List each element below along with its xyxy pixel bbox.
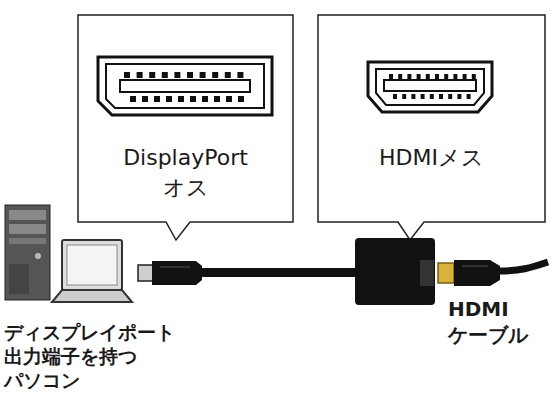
pin: [130, 96, 136, 102]
callout-box: HDMIメス: [318, 15, 545, 222]
pin: [162, 72, 168, 78]
hdmi-plug: [454, 260, 500, 286]
hdmi-cable: [500, 262, 548, 271]
vent: [9, 264, 29, 294]
pin: [398, 74, 402, 79]
callout-box: DisplayPort オス: [78, 15, 293, 222]
part-label: ディスプレイポート 出力端子を持つ パソコン: [4, 320, 204, 392]
hdmi-shell: [368, 62, 492, 112]
displayport-inner: [106, 64, 264, 108]
pin: [467, 94, 471, 99]
pin: [166, 96, 172, 102]
displayport-plug: [152, 261, 202, 285]
pin: [124, 72, 130, 78]
pin: [421, 94, 425, 99]
laptop-screen: [62, 240, 122, 290]
drive-bay: [9, 238, 46, 244]
pin: [393, 94, 397, 99]
pin: [237, 72, 243, 78]
pin: [407, 74, 411, 79]
power-button: [35, 253, 41, 259]
hdmi-tongue: [384, 80, 476, 91]
pc-tower: [5, 205, 50, 300]
pin: [411, 94, 415, 99]
drive-bay: [9, 210, 46, 220]
pin: [142, 96, 148, 102]
cable: [198, 268, 358, 277]
connector-name: HDMIメス: [332, 143, 532, 173]
adapter-box: [355, 238, 435, 305]
part-label: HDMI ケーブル: [448, 296, 552, 348]
plug-highlight: [462, 266, 488, 267]
pin: [435, 74, 439, 79]
pin: [448, 94, 452, 99]
pin: [190, 96, 196, 102]
pin: [212, 72, 218, 78]
laptop-display: [67, 245, 117, 285]
laptop-base: [52, 290, 132, 302]
pin: [149, 72, 155, 78]
pin: [226, 96, 232, 102]
pin: [389, 74, 393, 79]
callout-outline: [318, 15, 545, 240]
pin: [417, 74, 421, 79]
pin: [202, 96, 208, 102]
pin: [238, 96, 244, 102]
displayport-shell: [98, 57, 272, 115]
pin: [457, 94, 461, 99]
pin: [463, 74, 467, 79]
pin: [154, 96, 160, 102]
pin: [439, 94, 443, 99]
displayport-tongue: [120, 80, 250, 92]
pin: [402, 94, 406, 99]
pin: [200, 72, 206, 78]
hdmi-plug-tip: [438, 263, 454, 283]
pin: [187, 72, 193, 78]
pin: [472, 74, 476, 79]
pin: [430, 94, 434, 99]
connector-name: DisplayPort オス: [106, 143, 266, 203]
hdmi-inner: [376, 69, 484, 105]
plug-highlight: [160, 267, 190, 268]
drive-bay: [9, 224, 46, 234]
callout-outline: [78, 15, 293, 240]
pin: [225, 72, 231, 78]
pin: [444, 74, 448, 79]
pin: [174, 72, 180, 78]
pin: [137, 72, 143, 78]
pin: [178, 96, 184, 102]
pin: [426, 74, 430, 79]
pin: [453, 74, 457, 79]
pin: [214, 96, 220, 102]
adapter-port: [420, 260, 434, 286]
displayport-plug-tip: [138, 265, 154, 281]
